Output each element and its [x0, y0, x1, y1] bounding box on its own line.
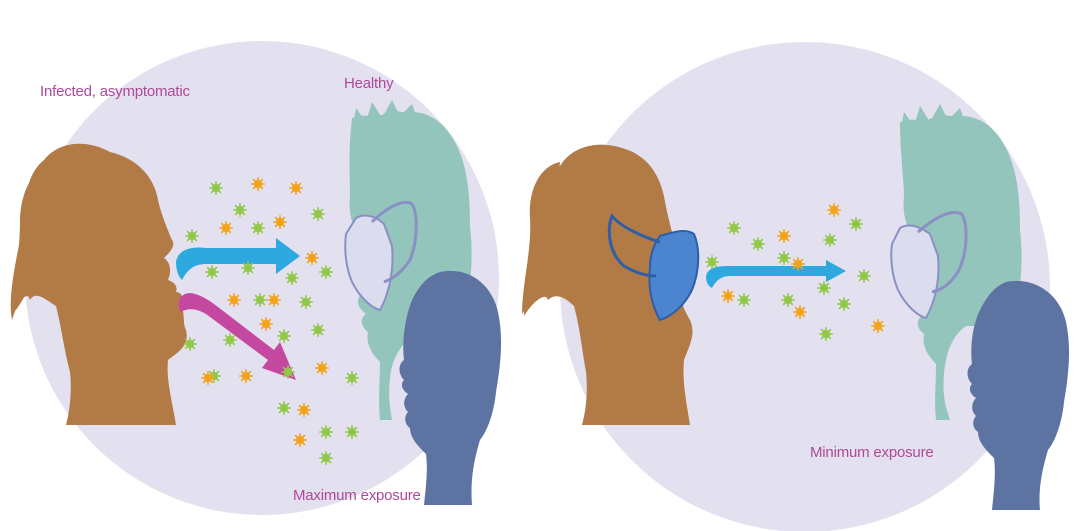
- face-mask-icon: [648, 229, 700, 322]
- infected-person-right: [524, 144, 693, 426]
- healthy-hair-right: [900, 104, 966, 142]
- respiration-arrow-blue-left: [176, 238, 300, 280]
- mask-strap-left: [370, 201, 418, 284]
- infected-ponytail-left: [15, 166, 49, 310]
- child-person-left: [399, 270, 502, 505]
- mask-strap-right: [607, 213, 661, 278]
- mask-strap-right-healthy: [917, 211, 968, 294]
- maximum-exposure-label: Maximum exposure: [293, 487, 421, 504]
- respiration-arrow-magenta: [178, 293, 296, 380]
- face-mask-icon: [890, 224, 940, 320]
- child-person-right: [967, 280, 1070, 510]
- healthy-person-left: [348, 111, 472, 420]
- healthy-label: Healthy: [344, 75, 394, 92]
- face-mask-icon: [344, 214, 394, 312]
- infected-person-left: [10, 143, 187, 426]
- infected-ponytail-right: [522, 162, 560, 314]
- infected-label: Infected, asymptomatic: [40, 83, 190, 100]
- respiration-arrow-blue-right: [706, 260, 846, 288]
- minimum-exposure-label: Minimum exposure: [810, 444, 934, 461]
- healthy-hair-left: [352, 100, 418, 138]
